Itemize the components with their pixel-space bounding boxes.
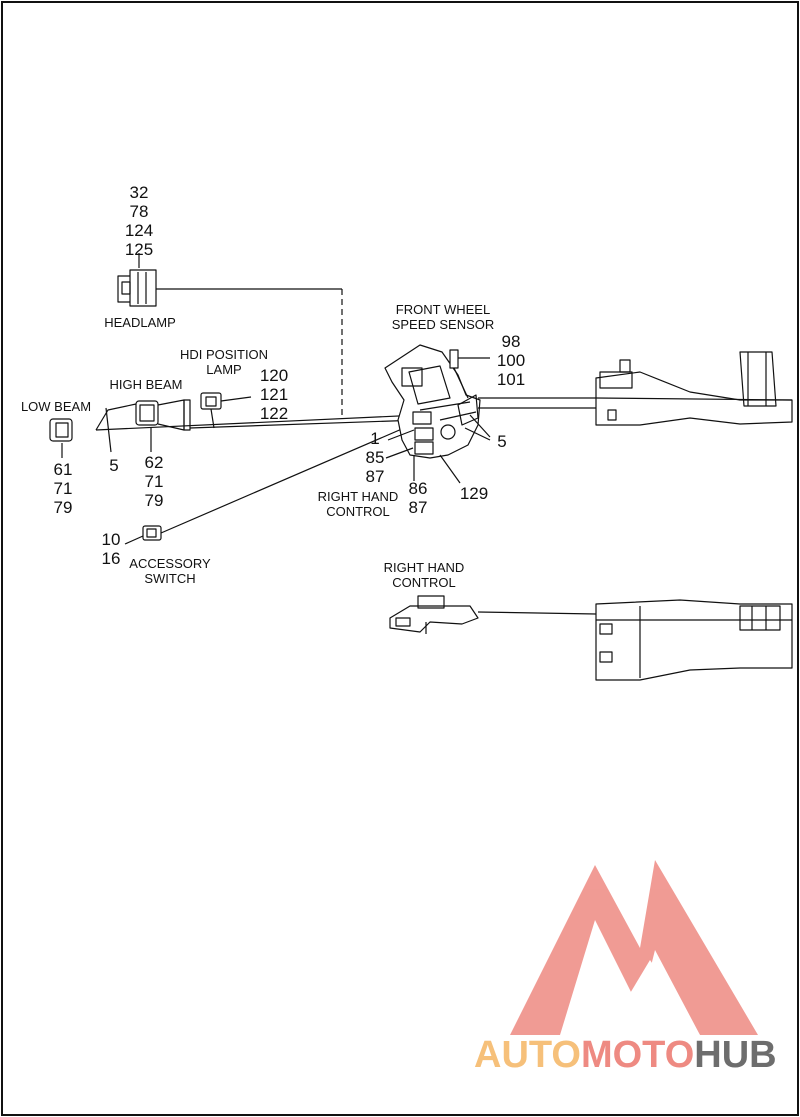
handlebar-bracket-upper <box>595 351 793 426</box>
hdi-lamp-label: HDI POSITION LAMP <box>179 347 269 377</box>
right-hand-control-label-upper: RIGHT HAND CONTROL <box>317 489 399 519</box>
watermark-auto: AUTO <box>474 1034 581 1076</box>
control-callout-129: 129 <box>459 484 489 503</box>
control-leader-5a <box>469 414 491 438</box>
high-beam-lead <box>95 403 137 431</box>
control-leader-85 <box>385 447 414 459</box>
high-beam-callouts: 62 71 79 <box>144 453 164 511</box>
control-callouts-mid: 86 87 <box>408 479 428 518</box>
control-callouts-left: 1 85 87 <box>365 429 385 487</box>
speed-sensor-label: FRONT WHEEL SPEED SENSOR <box>391 302 495 332</box>
hdi-leader <box>220 396 252 402</box>
lower-control-switch <box>389 595 479 634</box>
headlamp-label: HEADLAMP <box>104 315 176 330</box>
headlamp-connector <box>117 269 157 307</box>
control-leader-129 <box>439 454 461 484</box>
right-hand-control-label-lower: RIGHT HAND CONTROL <box>383 560 465 590</box>
low-beam-connector <box>49 418 73 442</box>
headlamp-callouts: 32 78 124 125 <box>124 183 154 260</box>
hdi-lamp-connector <box>200 392 222 410</box>
high-beam-band <box>183 399 191 431</box>
low-beam-label: LOW BEAM <box>20 399 92 414</box>
high-beam-label: HIGH BEAM <box>109 377 183 392</box>
control-leader-5b <box>464 427 491 441</box>
control-leader-1 <box>387 429 415 441</box>
watermark-hub: HUB <box>694 1034 777 1076</box>
lower-wire <box>477 611 597 615</box>
high-beam-connector <box>135 400 159 426</box>
high-beam-sleeve <box>157 399 185 431</box>
low-beam-callouts: 61 71 79 <box>53 460 73 518</box>
accessory-wire <box>160 421 419 534</box>
accessory-leader <box>124 535 144 545</box>
handlebar-bracket-lower <box>595 599 793 681</box>
main-harness-wire-1 <box>95 414 421 431</box>
main-harness-wire-2 <box>189 419 421 429</box>
high-beam-pin-callout: 5 <box>109 456 119 475</box>
speed-sensor-callouts: 98 100 101 <box>496 332 526 390</box>
control-callout-5: 5 <box>497 432 507 451</box>
accessory-switch-connector <box>142 525 162 541</box>
watermark-logo <box>510 860 758 1035</box>
watermark-text: AUTOMOTOHUB <box>474 1034 777 1077</box>
speed-sensor-connector <box>449 349 490 399</box>
accessory-callouts: 10 16 <box>101 530 121 569</box>
hdi-lead <box>210 408 215 429</box>
accessory-switch-label: ACCESSORY SWITCH <box>129 556 211 586</box>
hdi-callouts: 120 121 122 <box>259 366 289 424</box>
watermark-moto: MOTO <box>580 1034 695 1076</box>
switch-housing <box>384 344 481 459</box>
